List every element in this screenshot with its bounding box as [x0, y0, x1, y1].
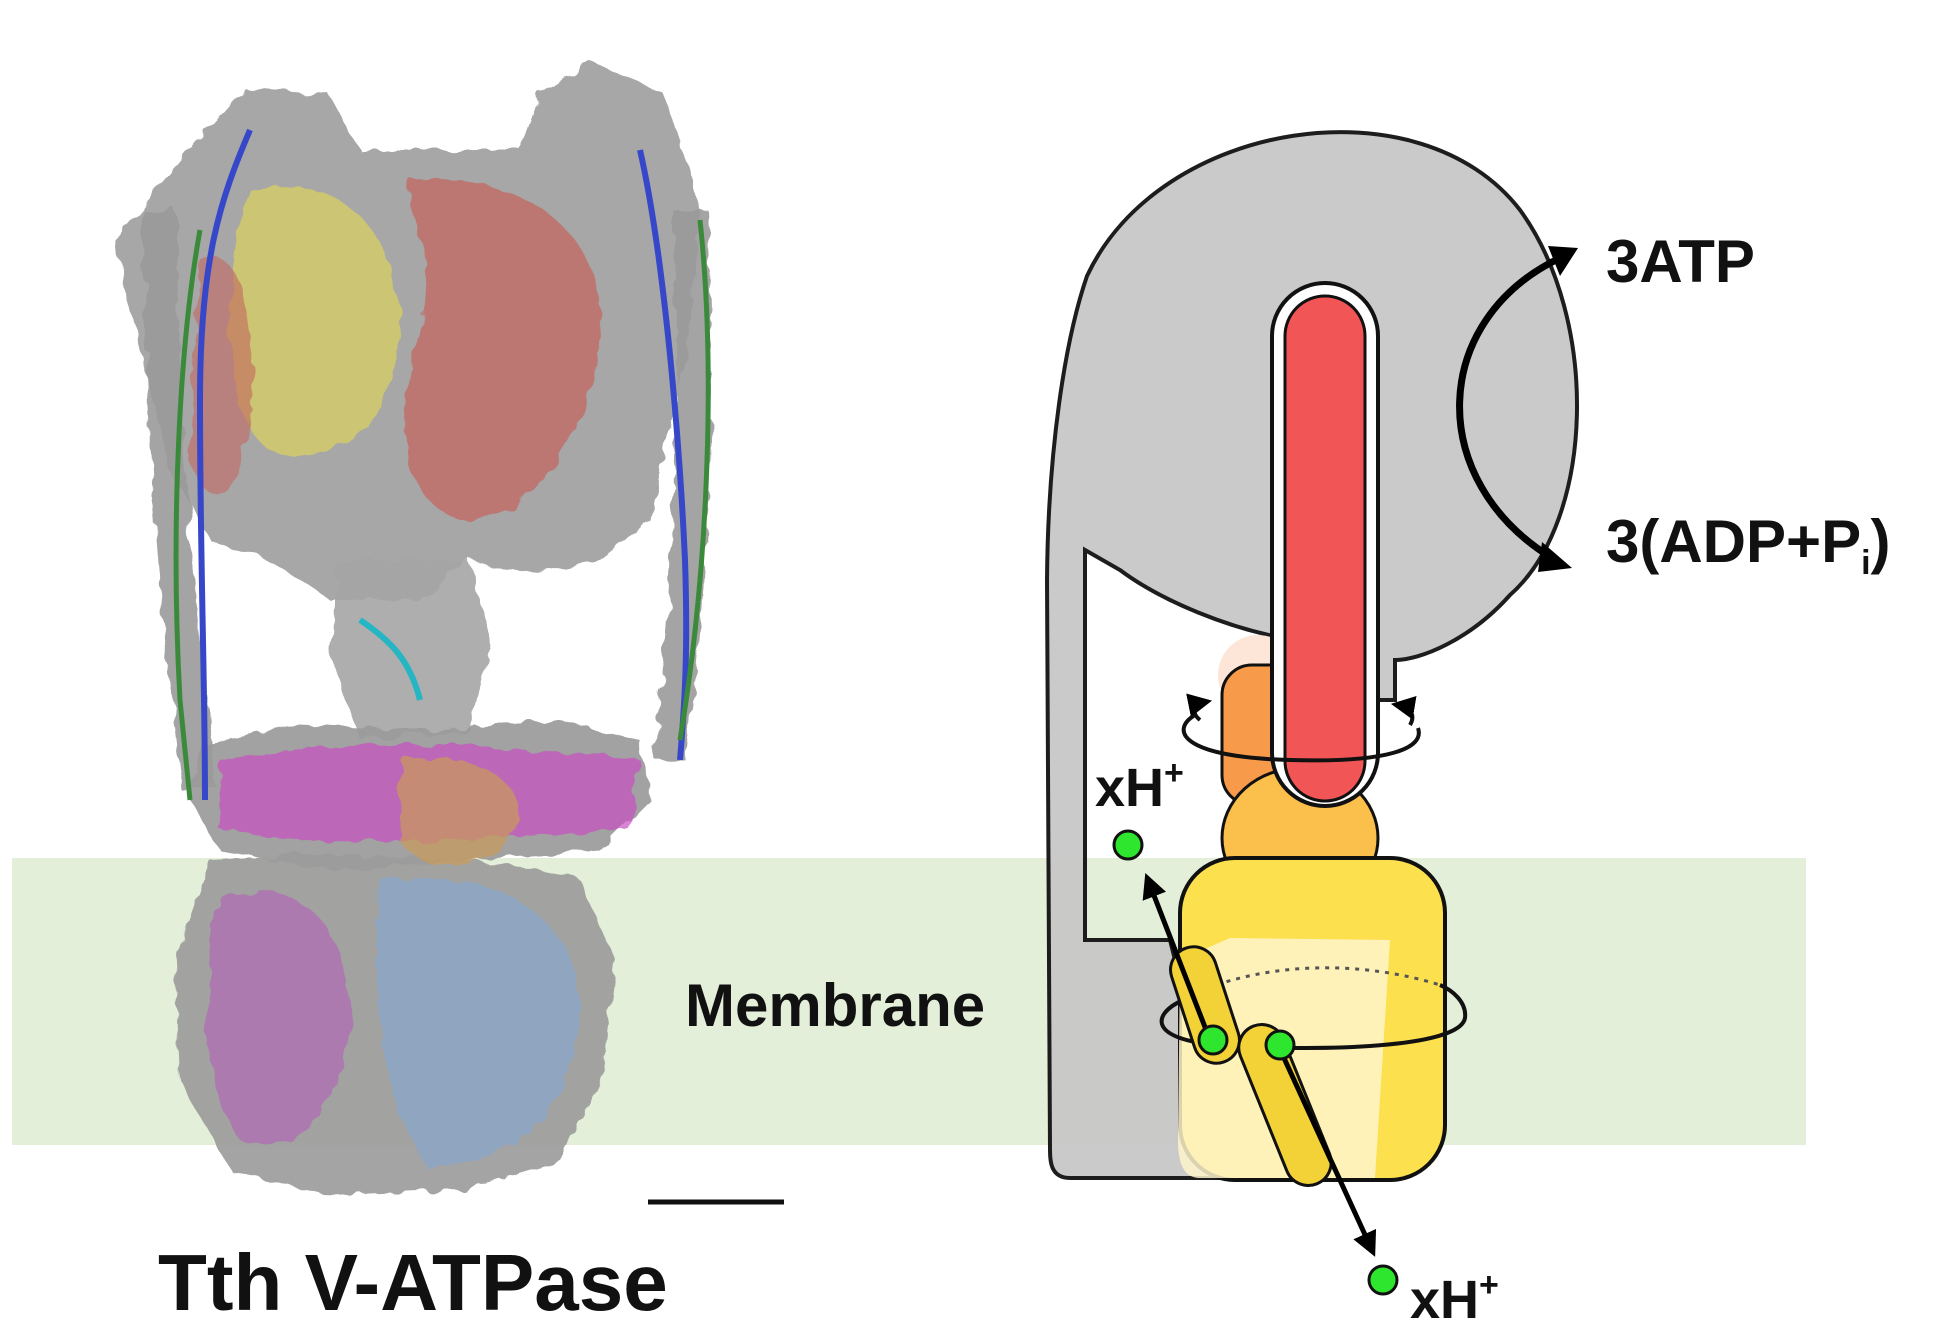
- right-stalk-density: [653, 209, 711, 763]
- stalk-density: [330, 560, 490, 740]
- left-stalk-density: [143, 209, 217, 793]
- c-ring-rotation-arrow: [1159, 983, 1468, 1050]
- cyan-segment: [358, 617, 423, 701]
- cryo-em-density-map: [115, 62, 711, 1195]
- magenta-vo: [206, 893, 350, 1145]
- adp-label: 3(ADP+Pi): [1606, 508, 1891, 582]
- atp-arrowhead-bottom: [1538, 542, 1572, 572]
- proton-top-main: xH: [1095, 758, 1164, 818]
- left-helix-green: [173, 229, 203, 801]
- membrane-label: Membrane: [685, 972, 985, 1039]
- right-helix-blue: [637, 149, 690, 761]
- proton-dot-channel-left: [1197, 1024, 1229, 1056]
- adp-label-suffix: ): [1871, 508, 1891, 575]
- proton-dot-top: [1112, 829, 1144, 861]
- proton-out-arrow: [1275, 1043, 1377, 1257]
- proton-dot-bottom: [1367, 1264, 1399, 1296]
- yellow-subunit: [229, 185, 400, 455]
- d-rotation-arrow-right: [1390, 695, 1417, 727]
- right-helix-green: [677, 219, 711, 741]
- atp-cycle-arrow: [1456, 254, 1562, 561]
- d-rotation-arrow-left: [1186, 693, 1213, 722]
- proton-dot-channel-right: [1264, 1029, 1296, 1061]
- proton-label-top: xH+: [1095, 754, 1184, 818]
- proton-in-arrow: [1142, 873, 1213, 1041]
- figure-title: Tth V-ATPase: [158, 1238, 668, 1325]
- rotor-shaft: [1283, 294, 1367, 803]
- half-channel-right: [1237, 1023, 1333, 1187]
- left-helix-blue: [196, 128, 253, 801]
- proton-label-bottom: xH+: [1410, 1266, 1499, 1325]
- atp-arrowhead-top: [1548, 246, 1578, 276]
- orange-subunit: [400, 757, 520, 865]
- schematic: [1044, 130, 1579, 1296]
- c-ring-dotted: [1179, 966, 1441, 1002]
- red-subunit: [403, 178, 601, 520]
- proton-bottom-sup: +: [1479, 1266, 1499, 1304]
- blue-vo: [376, 878, 580, 1170]
- adp-label-prefix: 3(ADP+P: [1606, 508, 1861, 575]
- atp-label: 3ATP: [1606, 228, 1755, 295]
- adp-label-sub: i: [1861, 544, 1870, 582]
- proton-top-sup: +: [1164, 754, 1184, 792]
- proton-bottom-main: xH: [1410, 1270, 1479, 1325]
- d-rotation-ellipse: [1181, 713, 1421, 763]
